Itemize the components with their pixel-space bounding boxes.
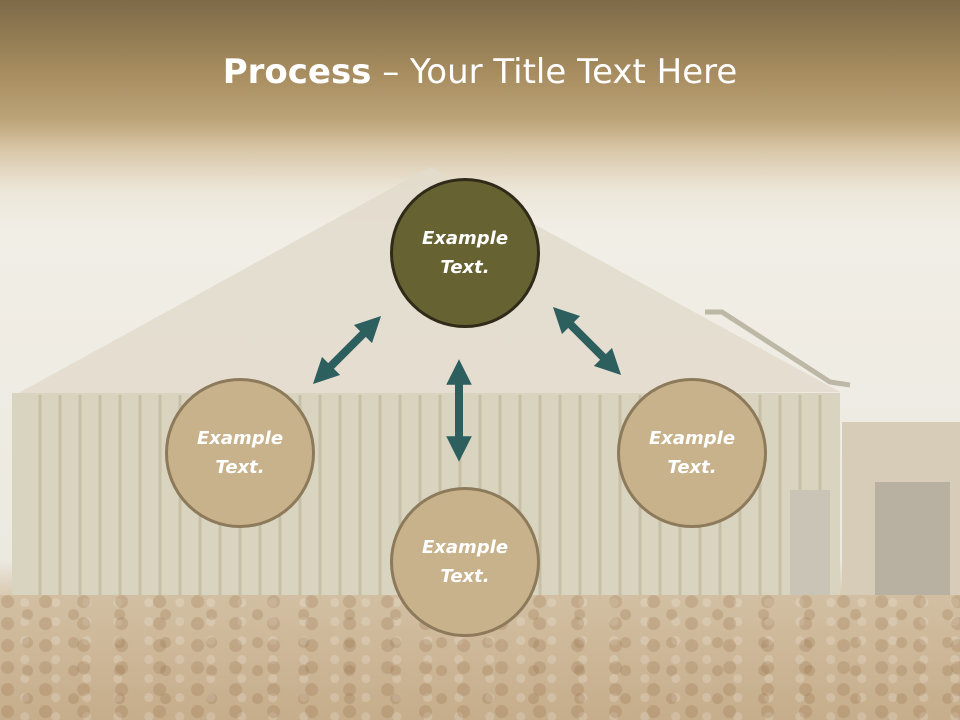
node-top-label: Example Text. (421, 228, 509, 278)
slide-title: Process – Your Title Text Here (0, 52, 960, 92)
node-top: Example Text. (390, 178, 540, 328)
node-left: Example Text. (165, 378, 315, 528)
node-bottom: Example Text. (390, 487, 540, 637)
node-right: Example Text. (617, 378, 767, 528)
equipment-block (875, 482, 950, 602)
title-rest: – Your Title Text Here (371, 52, 738, 92)
node-left-label: Example Text. (196, 428, 284, 478)
title-bold: Process (222, 52, 372, 92)
node-right-label: Example Text. (648, 428, 736, 478)
equipment-small (790, 490, 830, 600)
double-arrow-icon (552, 306, 622, 376)
node-bottom-label: Example Text. (421, 537, 509, 587)
tank-pipe (705, 309, 851, 388)
double-arrow-icon (312, 315, 382, 385)
